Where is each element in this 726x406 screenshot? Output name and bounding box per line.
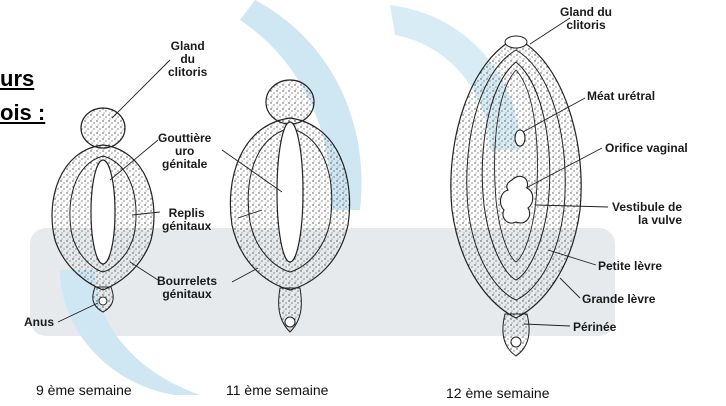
figure-11-weeks: [222, 80, 350, 332]
label-replis-genitaux: Replis génitaux: [162, 207, 211, 233]
label-anus: Anus: [24, 316, 54, 329]
label-line: la vulve: [612, 214, 682, 227]
label-orifice-vaginal: Orifice vaginal: [605, 142, 688, 155]
label-grande-levre: Grande lèvre: [582, 293, 655, 306]
label-meat-uretral: Méat urétral: [587, 90, 655, 103]
label-line: génitale: [158, 158, 211, 171]
label-line: génitaux: [162, 220, 211, 233]
label-perinee: Périnée: [573, 321, 616, 334]
label-line: clitoris: [560, 19, 612, 32]
label-line: génitaux: [157, 288, 217, 301]
label-gouttiere-uro-genitale: Gouttière uro génitale: [158, 132, 211, 171]
label-petite-levre: Petite lèvre: [598, 260, 662, 273]
label-gland-du-clitoris: Gland du clitoris: [168, 40, 207, 79]
caption-11-weeks: 11 ème semaine: [226, 384, 328, 397]
caption-12-weeks: 12 ème semaine: [446, 387, 550, 400]
label-bourrelets-genitaux: Bourrelets génitaux: [157, 275, 217, 301]
label-line: clitoris: [168, 66, 207, 79]
figure-9-weeks: [52, 60, 170, 322]
caption-9-weeks: 9 ème semaine: [36, 384, 132, 397]
label-gland-du-clitoris-12: Gland du clitoris: [560, 6, 612, 32]
label-vestibule-de-la-vulve: Vestibule de la vulve: [612, 201, 682, 227]
